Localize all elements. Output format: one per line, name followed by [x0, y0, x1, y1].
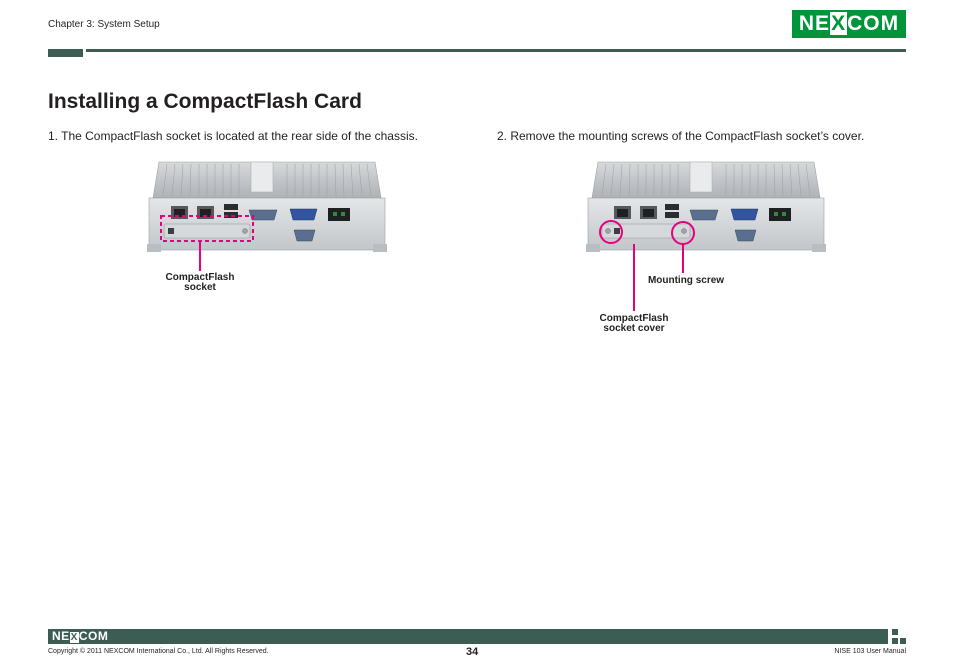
callout-compactflash-socket-cover: CompactFlash socket cover [584, 314, 684, 334]
page-number: 34 [466, 646, 479, 658]
chassis-rear-photo-1 [147, 161, 387, 258]
callout-line: CompactFlash [599, 313, 669, 324]
callout-line: CompactFlash [165, 272, 235, 283]
footer-logo-x: X [69, 632, 79, 643]
callout-leader-cover [633, 244, 635, 311]
footer-logo-right: COM [78, 629, 109, 643]
header-rule [86, 49, 906, 52]
footer-square [892, 629, 898, 635]
callout-mounting-screw: Mounting screw [636, 276, 736, 286]
logo-text-x: X [830, 12, 848, 35]
callout-leader-1 [199, 241, 201, 271]
callout-line: Mounting screw [647, 275, 725, 286]
callout-line: socket cover [603, 323, 665, 334]
logo-text-right: COM [847, 12, 900, 35]
step-2-text: 2. Remove the mounting screws of the Com… [497, 129, 865, 143]
page-title: Installing a CompactFlash Card [48, 90, 362, 113]
manual-name: NISE 103 User Manual [834, 648, 906, 655]
logo-text-left: NE [798, 12, 831, 35]
callout-leader-screw [682, 244, 684, 273]
header-block [48, 49, 83, 57]
callout-compactflash-socket: CompactFlash socket [150, 273, 250, 293]
step-1-text: 1. The CompactFlash socket is located at… [48, 129, 418, 143]
chassis-rear-photo-2 [586, 161, 826, 252]
footer-logo-left: NE [52, 629, 70, 643]
nexcom-logo: NEXCOM [792, 10, 906, 38]
footer-square [900, 638, 906, 644]
footer-square [892, 638, 898, 644]
footer-logo: NEXCOM [52, 629, 108, 644]
chapter-label: Chapter 3: System Setup [48, 19, 160, 30]
callout-line: socket [184, 282, 216, 293]
copyright-text: Copyright © 2011 NEXCOM International Co… [48, 648, 269, 655]
footer-bar [48, 629, 888, 644]
